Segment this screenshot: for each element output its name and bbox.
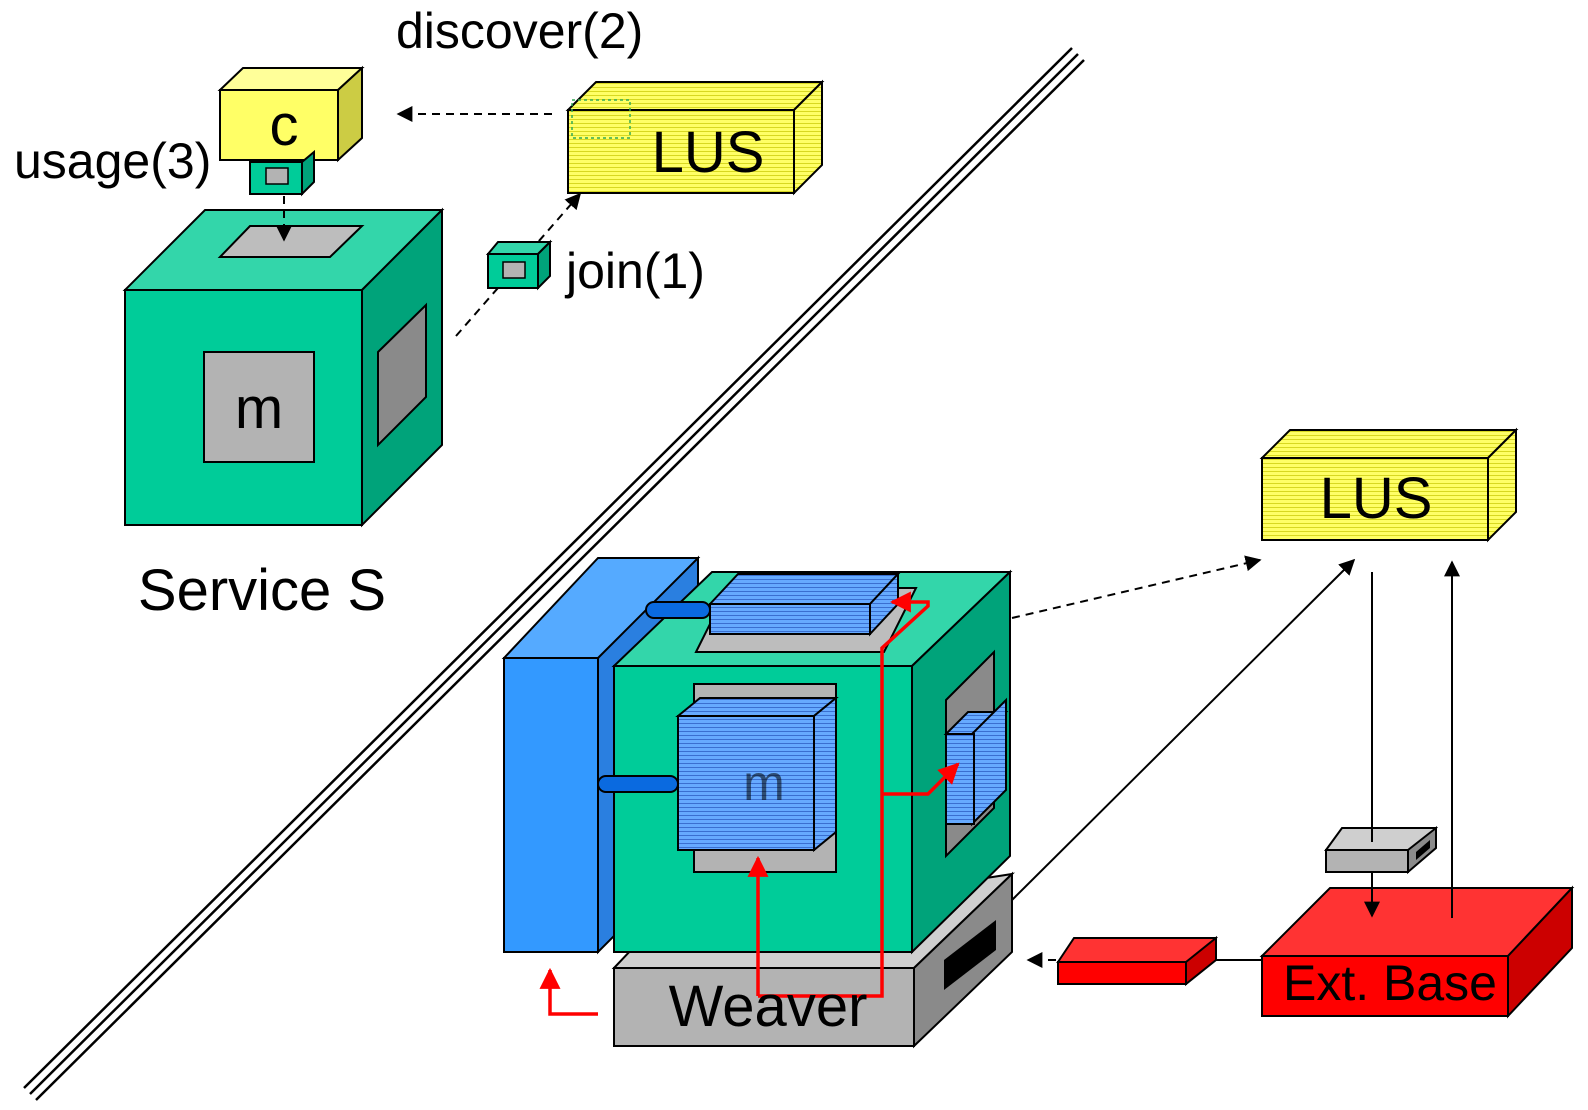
weaver-lus-arrow [1011, 558, 1356, 901]
lus-bottom-box [1259, 427, 1519, 543]
red-module [1056, 935, 1218, 987]
method-label-top: m [235, 376, 283, 441]
discover-label: discover(2) [396, 3, 643, 59]
rod-top [645, 601, 711, 619]
weaver-label: Weaver [669, 974, 868, 1039]
client-label: c [270, 93, 299, 158]
service-label: Service S [138, 558, 386, 623]
gray-module [1324, 825, 1438, 875]
red-weave-paths [539, 591, 960, 1016]
proxy-icon-client [249, 149, 315, 197]
register-arrow [1011, 555, 1262, 619]
aspect-block-method [675, 695, 839, 853]
ext-base-box [1259, 885, 1575, 1019]
lus-top-label: LUS [652, 120, 765, 185]
usage-label: usage(3) [14, 133, 211, 189]
ext-base-label: Ext. Base [1283, 955, 1497, 1011]
rod-middle [597, 775, 679, 793]
lus-bottom-label: LUS [1320, 466, 1433, 531]
aspect-block-top [707, 571, 901, 637]
join-label: join(1) [564, 243, 705, 299]
lus-top-box [565, 79, 825, 196]
diagonal-separator [23, 47, 1085, 1101]
service-s-cube [122, 207, 445, 528]
proxy-icon-join [485, 239, 553, 291]
method-box-top [203, 351, 315, 463]
client-box [217, 65, 365, 163]
aspect-block-side [943, 697, 1009, 827]
join-arrow [455, 192, 582, 337]
method-label-bottom: m [743, 755, 785, 811]
